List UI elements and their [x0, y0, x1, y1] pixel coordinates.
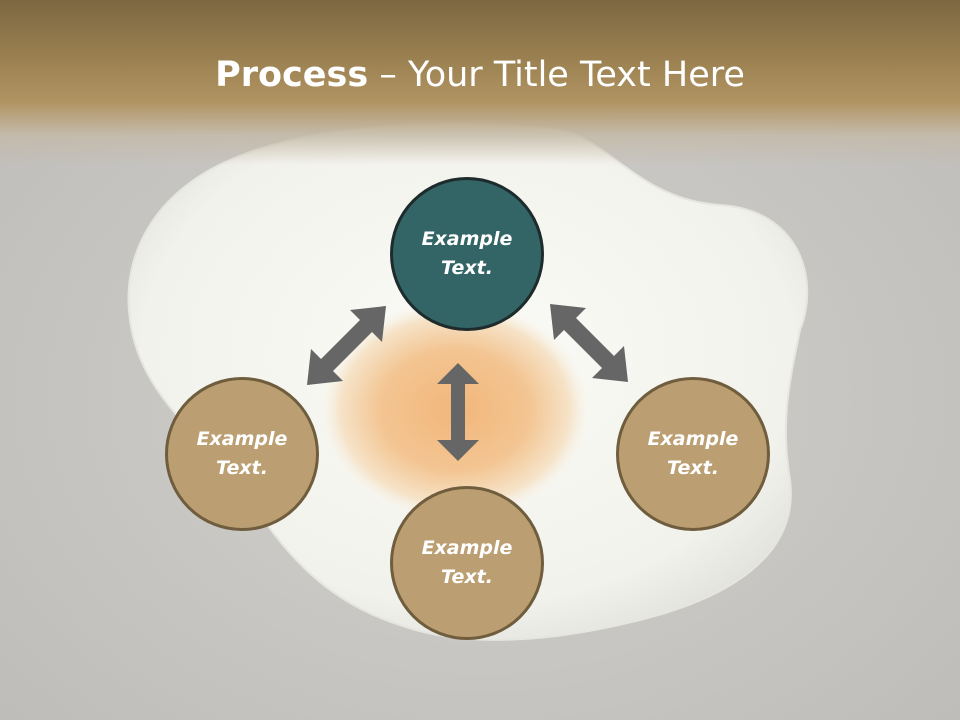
node-right: Example Text. — [616, 377, 770, 531]
node-bottom-label: Example Text. — [421, 537, 513, 588]
node-top: Example Text. — [390, 177, 544, 331]
title-rest: Your Title Text Here — [407, 55, 745, 95]
title-strong: Process — [215, 55, 369, 95]
title-bar — [0, 0, 960, 165]
arrow-right-diagonal — [550, 304, 628, 382]
title-dash: – — [379, 55, 397, 95]
node-left-label: Example Text. — [196, 428, 288, 479]
node-top-label: Example Text. — [421, 228, 513, 279]
slide-title: Process – Your Title Text Here — [0, 52, 960, 98]
node-left: Example Text. — [165, 377, 319, 531]
arrow-vertical — [437, 363, 479, 461]
node-bottom: Example Text. — [390, 486, 544, 640]
arrow-left-diagonal — [307, 306, 386, 385]
node-right-label: Example Text. — [647, 428, 739, 479]
